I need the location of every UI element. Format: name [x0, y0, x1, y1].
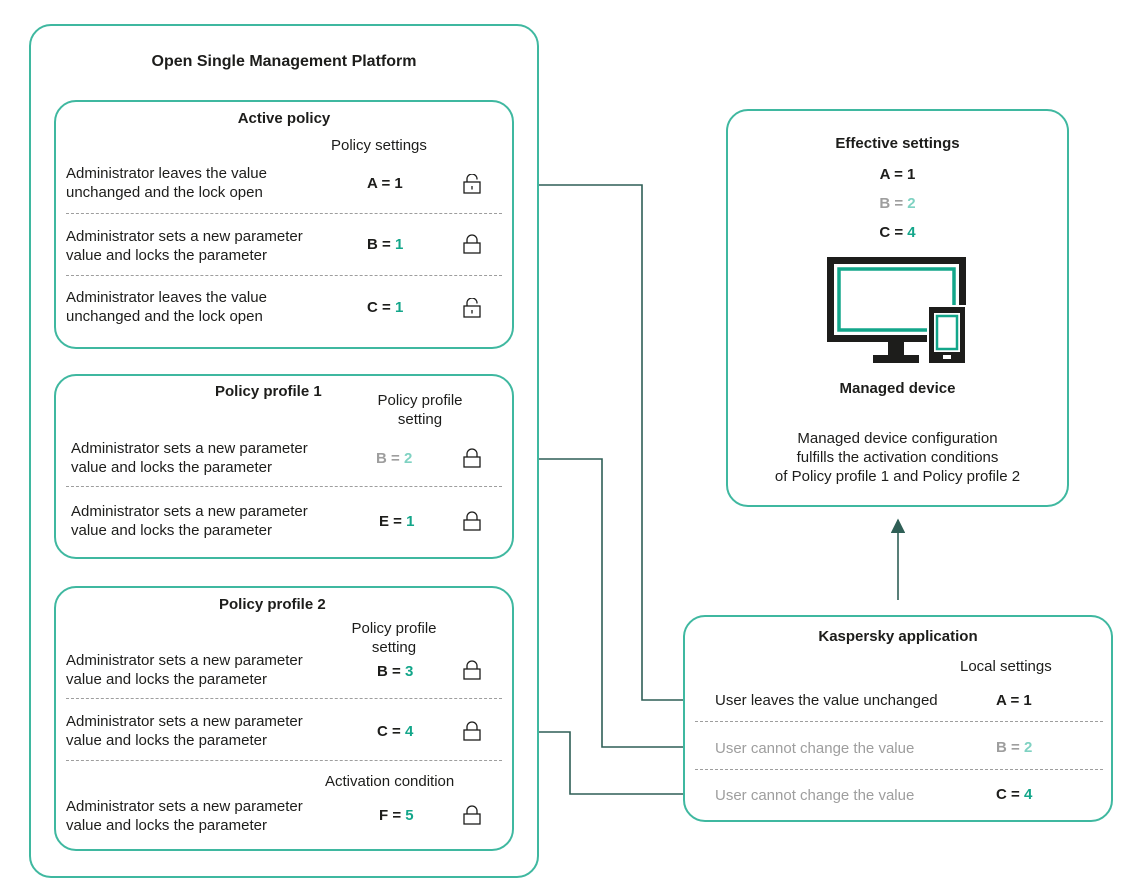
policy-profile-2-value-f: F = 5	[379, 807, 414, 824]
effective-settings-title: Effective settings	[835, 135, 960, 152]
policy-profile-1-box	[54, 374, 514, 559]
policy-profile-2-box	[54, 586, 514, 851]
kaspersky-value-b: B = 2	[996, 739, 1033, 756]
closed-lock-icon	[463, 721, 481, 741]
active-policy-divider	[66, 275, 502, 276]
monitor-and-phone-icon	[827, 257, 967, 365]
policy-profile-2-row-desc: Administrator sets a new parameter value…	[66, 713, 303, 749]
active-policy-value-b: B = 1	[367, 236, 404, 253]
closed-lock-icon	[463, 234, 481, 254]
kaspersky-divider	[695, 721, 1103, 722]
managed-device-label: Managed device	[839, 380, 956, 397]
effective-value-b: B = 2	[879, 195, 916, 212]
policy-profile-2-divider	[66, 698, 502, 699]
osmp-title: Open Single Management Platform	[151, 53, 417, 70]
connector-a	[498, 184, 707, 708]
policy-profile-1-title: Policy profile 1	[215, 383, 322, 400]
active-policy-value-a: A = 1	[367, 175, 403, 192]
active-policy-column-header: Policy settings	[331, 137, 427, 154]
policy-profile-1-value-b: B = 2	[376, 450, 413, 467]
policy-profile-2-row-desc: Administrator sets a new parameter value…	[66, 652, 303, 688]
closed-lock-icon	[463, 805, 481, 825]
kaspersky-value-c: C = 4	[996, 786, 1033, 803]
policy-profile-2-value-b: B = 3	[377, 663, 414, 680]
open-lock-icon	[463, 174, 481, 194]
policy-profile-1-divider	[66, 486, 502, 487]
kaspersky-divider	[695, 769, 1103, 770]
closed-lock-icon	[463, 448, 481, 468]
closed-lock-icon	[463, 511, 481, 531]
kaspersky-application-title: Kaspersky application	[818, 628, 978, 645]
policy-profile-2-row-desc: Administrator sets a new parameter value…	[66, 798, 303, 834]
kaspersky-application-box	[683, 615, 1113, 822]
kaspersky-row-text: User leaves the value unchanged	[715, 692, 938, 709]
connector-b	[498, 458, 707, 755]
active-policy-box	[54, 100, 514, 349]
active-policy-value-c: C = 1	[367, 299, 404, 316]
active-policy-title: Active policy	[237, 110, 331, 127]
open-lock-icon	[463, 298, 481, 318]
kaspersky-value-a: A = 1	[996, 692, 1032, 709]
effective-value-c: C = 4	[879, 224, 916, 241]
policy-profile-2-value-c: C = 4	[377, 723, 414, 740]
effective-value-a: A = 1	[879, 166, 916, 183]
policy-profile-2-title: Policy profile 2	[219, 596, 326, 613]
kaspersky-local-settings-header: Local settings	[960, 658, 1052, 675]
policy-profile-2-activation-header: Activation condition	[325, 773, 455, 790]
policy-profile-2-divider	[66, 760, 502, 761]
kaspersky-row-text: User cannot change the value	[715, 740, 915, 757]
active-policy-row-desc: Administrator sets a new parameter value…	[66, 228, 303, 264]
active-policy-divider	[66, 213, 502, 214]
kaspersky-row-text: User cannot change the value	[715, 787, 915, 804]
policy-profile-1-value-e: E = 1	[379, 513, 415, 530]
closed-lock-icon	[463, 660, 481, 680]
